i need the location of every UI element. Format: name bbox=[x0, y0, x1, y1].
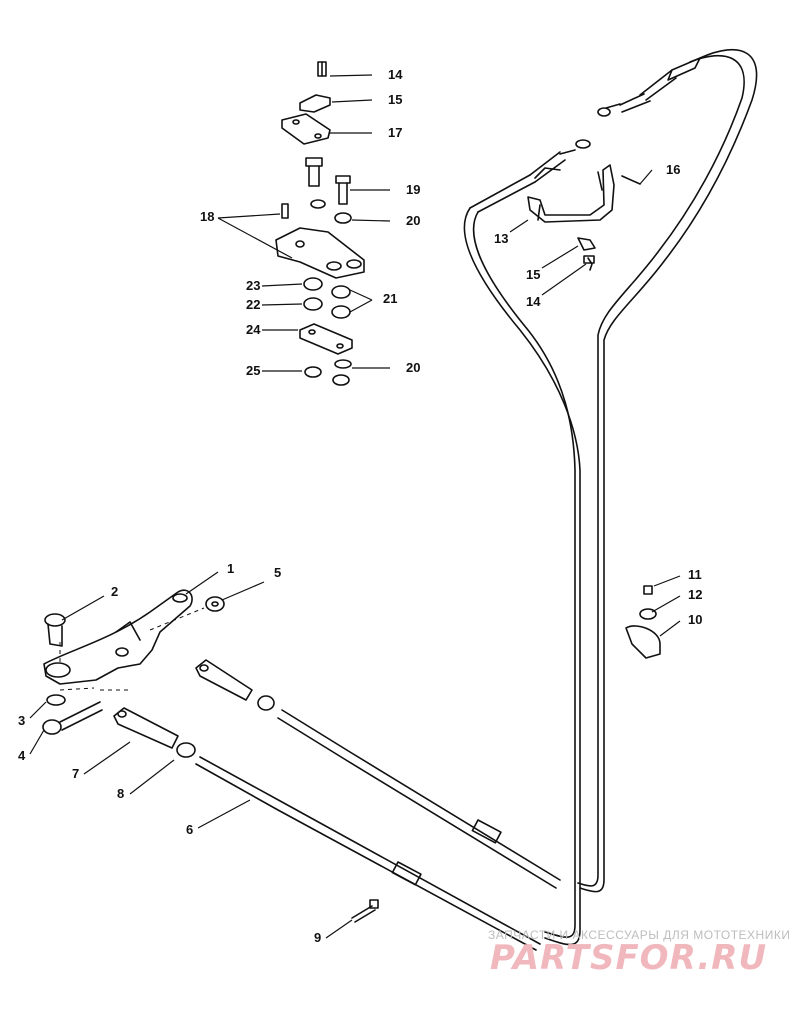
callout-c20a: 20 bbox=[406, 213, 420, 228]
screw-14-top bbox=[317, 61, 327, 77]
watermark-tagline: ЗАПЧАСТИ И АКСЕССУАРЫ ДЛЯ МОТОТЕХНИКИ bbox=[488, 928, 791, 942]
watermark-logo: PARTSFOR.RU bbox=[490, 938, 768, 978]
rod-end-upper bbox=[195, 659, 275, 711]
plate-17 bbox=[281, 113, 331, 145]
bracket-18 bbox=[275, 203, 365, 279]
callout-c7: 7 bbox=[72, 766, 79, 781]
clamp-10-11-12 bbox=[625, 585, 661, 659]
callout-c19: 19 bbox=[406, 182, 420, 197]
clip-15-top bbox=[299, 94, 331, 113]
callout-c22: 22 bbox=[246, 297, 260, 312]
callout-c14a: 14 bbox=[388, 67, 403, 82]
callout-c20b: 20 bbox=[406, 360, 420, 375]
bolt-4 bbox=[42, 701, 103, 735]
screw-9 bbox=[351, 899, 379, 923]
washer-3 bbox=[46, 694, 66, 706]
callout-c24: 24 bbox=[246, 322, 261, 337]
lever-1 bbox=[43, 589, 193, 685]
cable-6-upper-run bbox=[277, 709, 561, 889]
callout-c9: 9 bbox=[314, 930, 321, 945]
callout-c23: 23 bbox=[246, 278, 260, 293]
upper-cable-end bbox=[469, 57, 701, 213]
callout-c1: 1 bbox=[227, 561, 234, 576]
washer-20-top bbox=[310, 199, 352, 224]
link-24 bbox=[299, 323, 353, 355]
cable-6-lower-run bbox=[195, 756, 541, 951]
callout-c5: 5 bbox=[274, 565, 281, 580]
control-cable-loop bbox=[463, 48, 758, 946]
rod-end-7 bbox=[113, 707, 179, 749]
pin-2 bbox=[44, 613, 66, 647]
callout-c3: 3 bbox=[18, 713, 25, 728]
clip-15-screw-14 bbox=[577, 237, 596, 271]
nut-5 bbox=[205, 596, 225, 612]
nut-8 bbox=[176, 742, 196, 758]
callout-c14b: 14 bbox=[526, 294, 541, 309]
callout-c6: 6 bbox=[186, 822, 193, 837]
callout-c17: 17 bbox=[388, 125, 402, 140]
callout-c25: 25 bbox=[246, 363, 260, 378]
callout-c15b: 15 bbox=[526, 267, 540, 282]
callout-c21: 21 bbox=[383, 291, 397, 306]
callout-c11: 11 bbox=[688, 567, 702, 582]
nuts-21-22-23 bbox=[303, 277, 351, 319]
bolt-19 bbox=[305, 157, 351, 205]
callout-c8: 8 bbox=[117, 786, 124, 801]
callout-c18: 18 bbox=[200, 209, 214, 224]
callout-c13: 13 bbox=[494, 231, 508, 246]
callout-c16: 16 bbox=[666, 162, 680, 177]
nuts-20-25-lower bbox=[304, 359, 352, 386]
cable-bracket-13 bbox=[527, 164, 641, 223]
callout-c15a: 15 bbox=[388, 92, 402, 107]
callout-c10: 10 bbox=[688, 612, 702, 627]
callout-c12: 12 bbox=[688, 587, 702, 602]
callout-c2: 2 bbox=[111, 584, 118, 599]
callout-c4: 4 bbox=[18, 748, 26, 763]
